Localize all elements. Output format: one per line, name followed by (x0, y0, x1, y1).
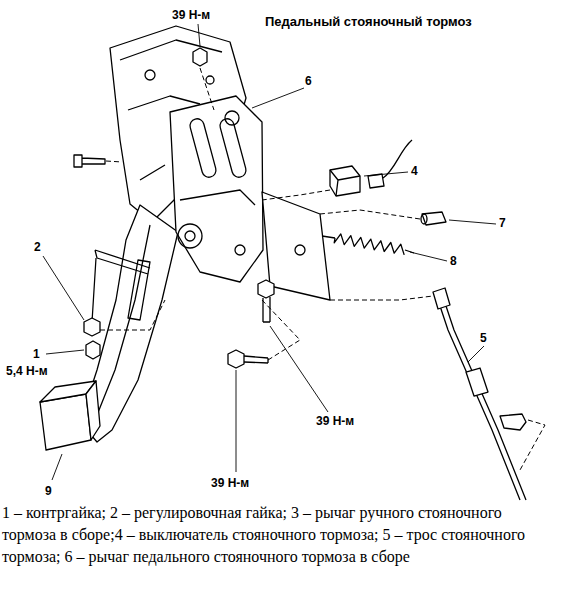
cable-clip (500, 414, 526, 430)
bracket-hole (145, 70, 155, 80)
torque-value: 5,4 Н-м (6, 364, 48, 378)
pivot (235, 245, 245, 255)
assembly-line (100, 300, 165, 330)
switch-body (330, 166, 360, 196)
leader-line (468, 346, 484, 362)
side-bolt-shank (263, 297, 270, 322)
callout-number: 1 (33, 347, 40, 361)
callout-number: 6 (305, 74, 312, 88)
left-screw (74, 155, 105, 167)
switch-connector (368, 174, 384, 188)
side-bolt (258, 280, 274, 298)
rod-stem (92, 258, 96, 322)
callout-number: 5 (480, 331, 487, 345)
torque-value: 39 Н-м (316, 414, 354, 428)
lock-nut (86, 341, 100, 359)
leader-line (52, 454, 62, 480)
spring-coil (334, 234, 404, 255)
stop-sleeve-end (421, 214, 427, 224)
release-rod (95, 250, 150, 274)
cable-fitting (466, 368, 488, 396)
bracket-hole (206, 76, 214, 84)
brake-cable (444, 300, 526, 500)
pedal-arm-outline (80, 205, 178, 442)
pad-side (86, 381, 100, 440)
assembly-line (262, 300, 300, 360)
caption: 1 – контргайка; 2 – регулировочная гайка… (2, 502, 526, 568)
assembly-line (520, 420, 545, 470)
plate-slot (218, 117, 247, 179)
callout-number: 4 (411, 164, 418, 178)
ratchet-plate (170, 96, 263, 282)
return-spring (322, 234, 414, 255)
pivot (185, 231, 195, 241)
leader-line (252, 88, 304, 108)
brake-cable (438, 300, 520, 500)
callout-number: 9 (45, 484, 52, 498)
leader-line (236, 370, 237, 472)
side-hole (295, 245, 305, 255)
center-bolt (228, 350, 244, 368)
assembly-line (200, 68, 214, 110)
callout-number: 8 (450, 254, 457, 268)
pivot (178, 224, 202, 248)
assembly-line (330, 296, 433, 300)
plate-edge (180, 190, 255, 205)
plate-outline (170, 96, 263, 282)
leader-line (364, 172, 408, 176)
center-bolt-shank (244, 356, 268, 363)
pivot (225, 111, 239, 125)
leader-line (410, 252, 447, 261)
leader-line (270, 326, 328, 412)
torque-value: 39 Н-м (211, 476, 249, 490)
pedal-arm-rib (95, 225, 150, 420)
cable-end (433, 288, 450, 309)
assembly-lines (100, 68, 545, 470)
leader-line (43, 256, 84, 320)
pedal-pad (40, 381, 100, 450)
plate-slot (188, 117, 217, 179)
adjust-nut (84, 318, 100, 336)
assembly-line (106, 161, 122, 162)
leader-line (198, 24, 200, 46)
callout-number: 7 (499, 216, 506, 230)
leader-line (449, 220, 496, 224)
top-nut (193, 48, 207, 66)
switch-face (330, 170, 360, 196)
leader-line (46, 350, 84, 354)
stop-sleeve (422, 212, 446, 225)
assembly-line (320, 210, 420, 219)
callout-number: 2 (34, 240, 41, 254)
leader-lines (43, 24, 496, 480)
torque-value: 39 Н-м (172, 8, 210, 22)
assembly-line (262, 190, 330, 200)
diagram-title: Педальный стояночный тормоз (265, 14, 472, 30)
pad-front (40, 394, 91, 450)
pedal-arm (80, 205, 178, 442)
spring-hook (322, 236, 414, 253)
